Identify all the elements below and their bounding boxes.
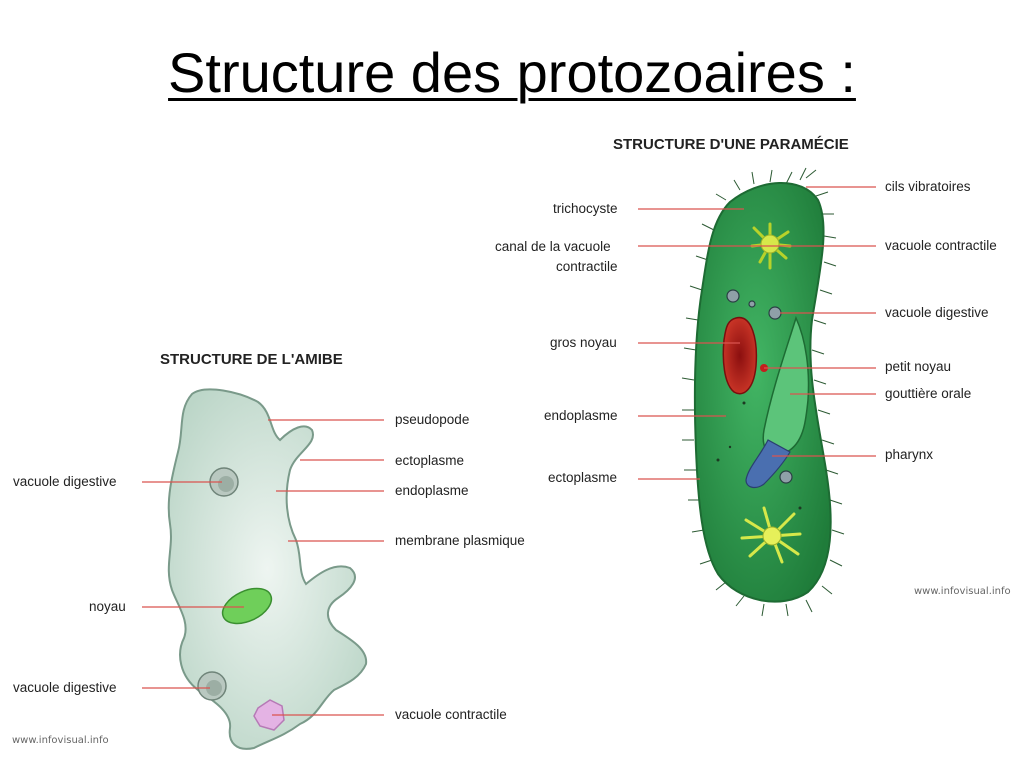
- label-trichocyste: trichocyste: [553, 201, 618, 216]
- amoeba-leader-lines: [142, 419, 384, 716]
- label-pseudopode: pseudopode: [395, 412, 470, 427]
- paramecium-contractile-vacuole-top: [750, 222, 792, 270]
- label-vacuole-contractile-amibe: vacuole contractile: [395, 707, 507, 722]
- label-vacuole-digestive-top: vacuole digestive: [13, 474, 117, 489]
- label-pharynx: pharynx: [885, 447, 934, 462]
- label-canal-line2: contractile: [556, 259, 618, 274]
- label-vacuole-contractile-para: vacuole contractile: [885, 238, 997, 253]
- label-membrane-plasmique: membrane plasmique: [395, 533, 525, 548]
- paramecium-leader-lines: [638, 186, 876, 480]
- paramecium-food-vacuoles: [726, 289, 793, 484]
- paramecium-macronucleus: [722, 316, 758, 395]
- amoeba-heading: STRUCTURE DE L'AMIBE: [160, 351, 343, 368]
- paramecium-oral-groove: [762, 315, 810, 456]
- amoeba-contractile-vacuole: [253, 699, 285, 731]
- label-ectoplasme-para: ectoplasme: [548, 470, 618, 485]
- label-petit-noyau: petit noyau: [885, 359, 952, 374]
- label-noyau: noyau: [89, 599, 126, 614]
- label-ectoplasme: ectoplasme: [395, 453, 465, 468]
- amoeba-figure: [167, 388, 368, 750]
- amoeba-nucleus: [221, 587, 273, 625]
- label-cils-vibratoires: cils vibratoires: [885, 179, 971, 194]
- label-vacuole-digestive-para: vacuole digestive: [885, 305, 989, 320]
- paramecium-figure: [681, 167, 845, 617]
- paramecium-pharynx: [745, 439, 791, 489]
- paramecium-body: [693, 182, 832, 603]
- label-gouttiere-orale: gouttière orale: [885, 386, 972, 401]
- paramecium-heading: STRUCTURE D'UNE PARAMÉCIE: [613, 136, 849, 153]
- label-endoplasme: endoplasme: [395, 483, 469, 498]
- slide-title: Structure des protozoaires :: [168, 41, 856, 104]
- amoeba-body: [167, 388, 368, 750]
- paramecium-credit: www.infovisual.info: [914, 586, 1011, 597]
- label-vacuole-digestive-bottom: vacuole digestive: [13, 680, 117, 695]
- amoeba-credit: www.infovisual.info: [12, 735, 109, 746]
- paramecium-cilia: [681, 167, 845, 617]
- paramecium-contractile-vacuole-bottom: [740, 506, 802, 564]
- label-canal-line1: canal de la vacuole: [495, 239, 611, 254]
- label-endoplasme-para: endoplasme: [544, 408, 618, 423]
- label-gros-noyau: gros noyau: [550, 335, 617, 350]
